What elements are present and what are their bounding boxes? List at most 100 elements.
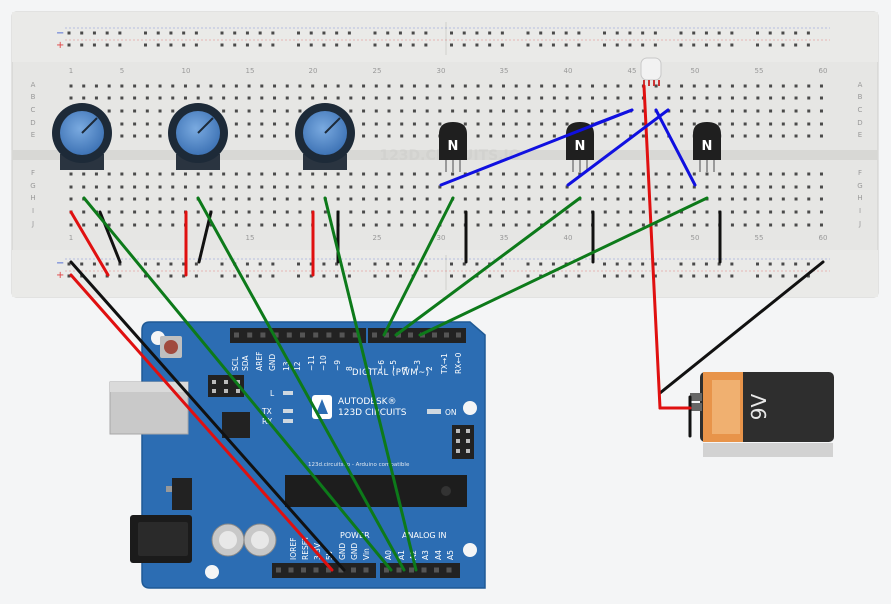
rail-hole[interactable] — [118, 43, 122, 47]
bb-hole[interactable] — [552, 122, 556, 126]
rail-hole[interactable] — [653, 31, 657, 35]
rail-hole[interactable] — [615, 43, 619, 47]
bb-hole[interactable] — [387, 109, 391, 113]
bb-hole[interactable] — [273, 96, 277, 100]
header-pin[interactable] — [434, 567, 439, 573]
rail-hole[interactable] — [105, 31, 109, 35]
rail-hole[interactable] — [398, 31, 402, 35]
rail-hole[interactable] — [245, 274, 249, 278]
bb-hole[interactable] — [234, 134, 238, 138]
rail-hole[interactable] — [730, 31, 734, 35]
bb-hole[interactable] — [794, 96, 798, 100]
bb-hole[interactable] — [781, 134, 785, 138]
bb-hole[interactable] — [463, 197, 467, 201]
rail-hole[interactable] — [398, 274, 402, 278]
bb-hole[interactable] — [501, 96, 505, 100]
bb-hole[interactable] — [273, 84, 277, 88]
bb-hole[interactable] — [222, 96, 226, 100]
header-pin[interactable] — [384, 332, 389, 338]
bb-hole[interactable] — [540, 197, 544, 201]
bb-hole[interactable] — [145, 210, 149, 214]
bb-hole[interactable] — [641, 185, 645, 189]
rail-hole[interactable] — [194, 43, 198, 47]
header-pin[interactable] — [276, 567, 281, 573]
bb-hole[interactable] — [158, 223, 162, 227]
bb-hole[interactable] — [349, 185, 353, 189]
bb-hole[interactable] — [133, 84, 137, 88]
rail-hole[interactable] — [806, 262, 810, 266]
bb-hole[interactable] — [311, 197, 315, 201]
bb-hole[interactable] — [565, 185, 569, 189]
bb-hole[interactable] — [769, 84, 773, 88]
bb-hole[interactable] — [311, 84, 315, 88]
bb-hole[interactable] — [667, 96, 671, 100]
bb-hole[interactable] — [120, 210, 124, 214]
bb-hole[interactable] — [667, 122, 671, 126]
bb-hole[interactable] — [629, 197, 633, 201]
bb-hole[interactable] — [476, 109, 480, 113]
bb-hole[interactable] — [794, 185, 798, 189]
bb-hole[interactable] — [94, 84, 98, 88]
rail-hole[interactable] — [539, 43, 543, 47]
bb-hole[interactable] — [807, 185, 811, 189]
bb-hole[interactable] — [756, 96, 760, 100]
rail-hole[interactable] — [322, 274, 326, 278]
rail-hole[interactable] — [450, 262, 453, 266]
bb-hole[interactable] — [514, 122, 518, 126]
header-pin[interactable] — [456, 332, 461, 338]
bb-hole[interactable] — [222, 84, 226, 88]
bb-hole[interactable] — [489, 84, 493, 88]
bb-hole[interactable] — [629, 134, 633, 138]
bb-hole[interactable] — [667, 84, 671, 88]
bb-hole[interactable] — [641, 122, 645, 126]
rail-hole[interactable] — [169, 43, 173, 47]
bb-hole[interactable] — [374, 109, 378, 113]
bb-hole[interactable] — [514, 197, 518, 201]
bb-hole[interactable] — [794, 210, 798, 214]
rail-hole[interactable] — [258, 31, 262, 35]
bb-hole[interactable] — [476, 172, 480, 176]
header-pin[interactable] — [421, 567, 427, 573]
rail-hole[interactable] — [424, 43, 428, 47]
bb-hole[interactable] — [425, 84, 429, 88]
rail-hole[interactable] — [386, 274, 390, 278]
rail-hole[interactable] — [67, 274, 71, 278]
rail-hole[interactable] — [475, 31, 479, 35]
bb-hole[interactable] — [654, 197, 658, 201]
bb-hole[interactable] — [336, 84, 340, 88]
bb-hole[interactable] — [705, 84, 709, 88]
rail-hole[interactable] — [730, 274, 734, 278]
bb-hole[interactable] — [641, 223, 645, 227]
bb-hole[interactable] — [362, 210, 366, 214]
rail-hole[interactable] — [564, 31, 568, 35]
bb-hole[interactable] — [527, 96, 531, 100]
bb-hole[interactable] — [578, 109, 582, 113]
bb-hole[interactable] — [730, 109, 734, 113]
bb-hole[interactable] — [374, 197, 378, 201]
battery-9v[interactable]: 9V — [690, 372, 834, 457]
bb-hole[interactable] — [769, 185, 773, 189]
bb-hole[interactable] — [69, 185, 73, 189]
rail-hole[interactable] — [756, 274, 759, 278]
bb-hole[interactable] — [285, 210, 289, 214]
bb-hole[interactable] — [680, 223, 684, 227]
header-pin[interactable] — [301, 567, 306, 573]
bb-hole[interactable] — [730, 197, 734, 201]
bb-hole[interactable] — [616, 185, 620, 189]
rail-hole[interactable] — [551, 43, 555, 47]
wire-black-gnd[interactable] — [69, 260, 346, 572]
potentiometer-1[interactable] — [52, 103, 112, 170]
bb-hole[interactable] — [540, 185, 544, 189]
bb-hole[interactable] — [641, 109, 645, 113]
bb-hole[interactable] — [616, 172, 620, 176]
bb-hole[interactable] — [425, 172, 429, 176]
wire-green-a0[interactable] — [82, 196, 393, 572]
rail-hole[interactable] — [577, 43, 581, 47]
rail-hole[interactable] — [475, 43, 479, 47]
rail-hole[interactable] — [92, 274, 96, 278]
bb-hole[interactable] — [273, 109, 277, 113]
rail-hole[interactable] — [781, 262, 785, 266]
bb-hole[interactable] — [819, 197, 823, 201]
bb-hole[interactable] — [425, 197, 429, 201]
rail-hole[interactable] — [271, 262, 275, 266]
